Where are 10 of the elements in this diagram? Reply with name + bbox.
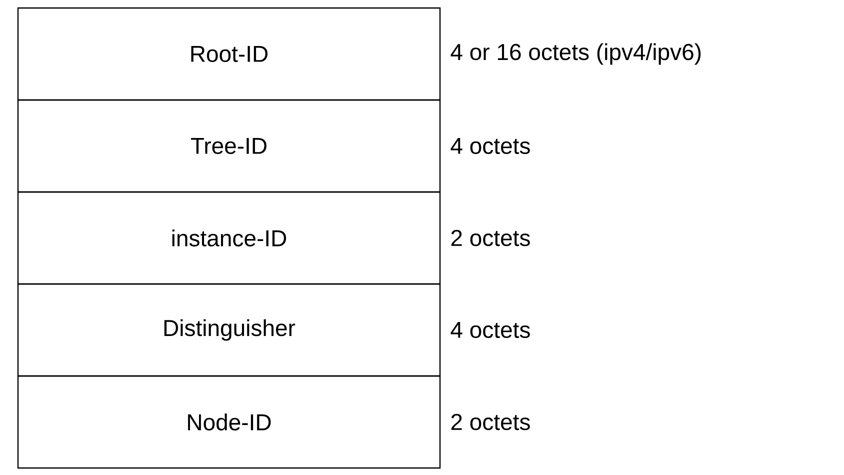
- field-box: Node-ID: [17, 375, 441, 469]
- size-label: 2 octets: [451, 230, 530, 246]
- field-box: Distinguisher: [17, 283, 441, 377]
- size-label: 4 octets: [450, 322, 530, 338]
- field-box: Root-ID: [17, 7, 441, 101]
- size-label: 4 octets: [450, 138, 530, 154]
- field-box: instance-ID: [17, 191, 441, 285]
- size-label: 4 or 16 octets (ipv4/ipv6): [450, 43, 701, 65]
- size-label: 2 octets: [451, 414, 530, 430]
- field-box: Tree-ID: [17, 99, 441, 193]
